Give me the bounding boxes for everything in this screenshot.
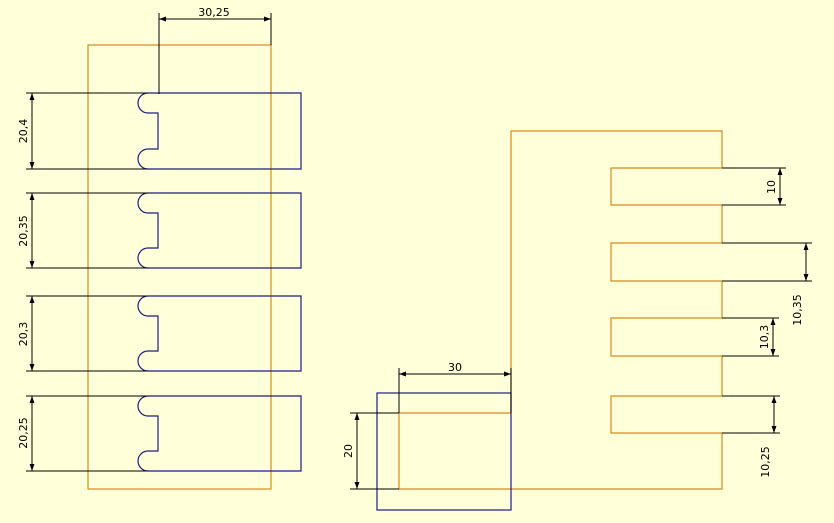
dimension-slot-2 xyxy=(722,242,812,282)
left-view: 30,25 20,4 20,35 20,3 20,25 xyxy=(17,6,302,490)
dimension-right-width xyxy=(398,368,512,413)
strip-3 xyxy=(137,295,302,372)
dimension-label: 20,25 xyxy=(17,417,30,449)
dimension-left-width xyxy=(158,13,272,94)
blue-block xyxy=(376,392,512,511)
strip-2 xyxy=(137,192,302,269)
strip-1 xyxy=(137,92,302,170)
dimension-label: 10,25 xyxy=(759,446,772,478)
dimension-label: 20 xyxy=(342,444,355,458)
dimension-strip-4 xyxy=(26,395,148,472)
dimension-label: 20,4 xyxy=(17,119,30,144)
dimension-slot-4 xyxy=(722,395,780,434)
dimension-slot-3 xyxy=(722,317,779,357)
comb-outline xyxy=(398,130,723,490)
dimension-label: 20,35 xyxy=(17,215,30,247)
strip-4 xyxy=(137,395,302,472)
dimension-slot-1 xyxy=(722,167,786,206)
right-view: 30 20 10 10,35 10,3 xyxy=(342,130,812,511)
dimension-right-height xyxy=(350,412,399,490)
dimension-label: 10,35 xyxy=(791,294,804,326)
dimension-label: 10 xyxy=(765,180,778,194)
dimension-strip-2 xyxy=(26,192,148,269)
dimension-strip-3 xyxy=(26,295,148,372)
dimension-label: 10,3 xyxy=(758,325,771,350)
dimension-label: 30 xyxy=(448,361,462,374)
dimension-label: 30,25 xyxy=(198,6,230,19)
dimension-strip-1 xyxy=(26,92,148,170)
dimension-label: 20,3 xyxy=(17,322,30,347)
left-frame xyxy=(87,44,272,490)
